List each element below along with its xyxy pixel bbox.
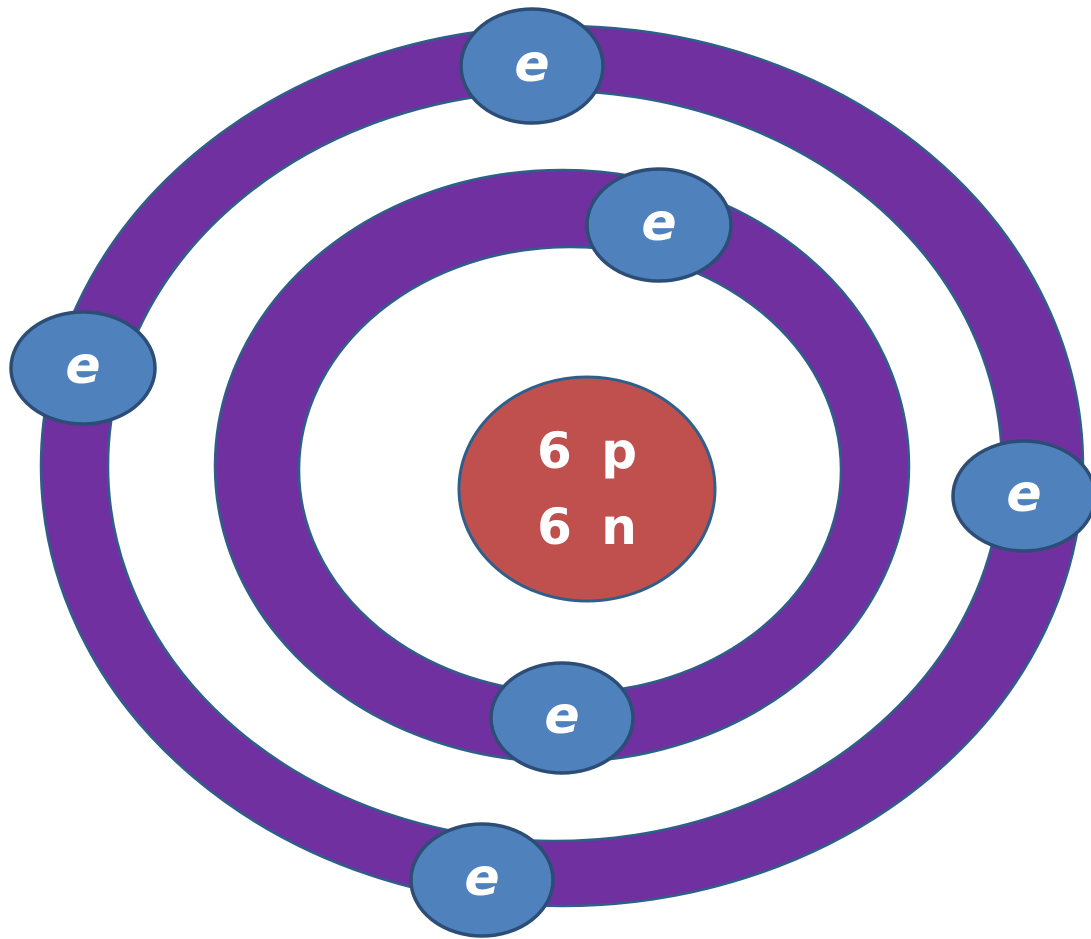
neutrons-label: 6 n bbox=[537, 498, 643, 556]
electron-label: e bbox=[1006, 464, 1041, 524]
electron-label: e bbox=[514, 34, 549, 94]
nucleus-body bbox=[457, 375, 717, 603]
electron-left-outer: e bbox=[9, 310, 157, 426]
electron-bottom-outer: e bbox=[409, 822, 555, 938]
electron-label: e bbox=[544, 686, 579, 746]
electron-label: e bbox=[65, 336, 100, 396]
nucleus: 6 p 6 n bbox=[457, 375, 717, 603]
electron-right-outer: e bbox=[951, 439, 1091, 553]
electron-bottom-inner: e bbox=[489, 661, 635, 775]
electron-top-outer: e bbox=[459, 7, 605, 125]
protons-label: 6 p bbox=[537, 422, 643, 480]
electron-label: e bbox=[641, 193, 676, 253]
electron-label: e bbox=[464, 848, 499, 908]
electron-top-inner: e bbox=[585, 167, 733, 283]
